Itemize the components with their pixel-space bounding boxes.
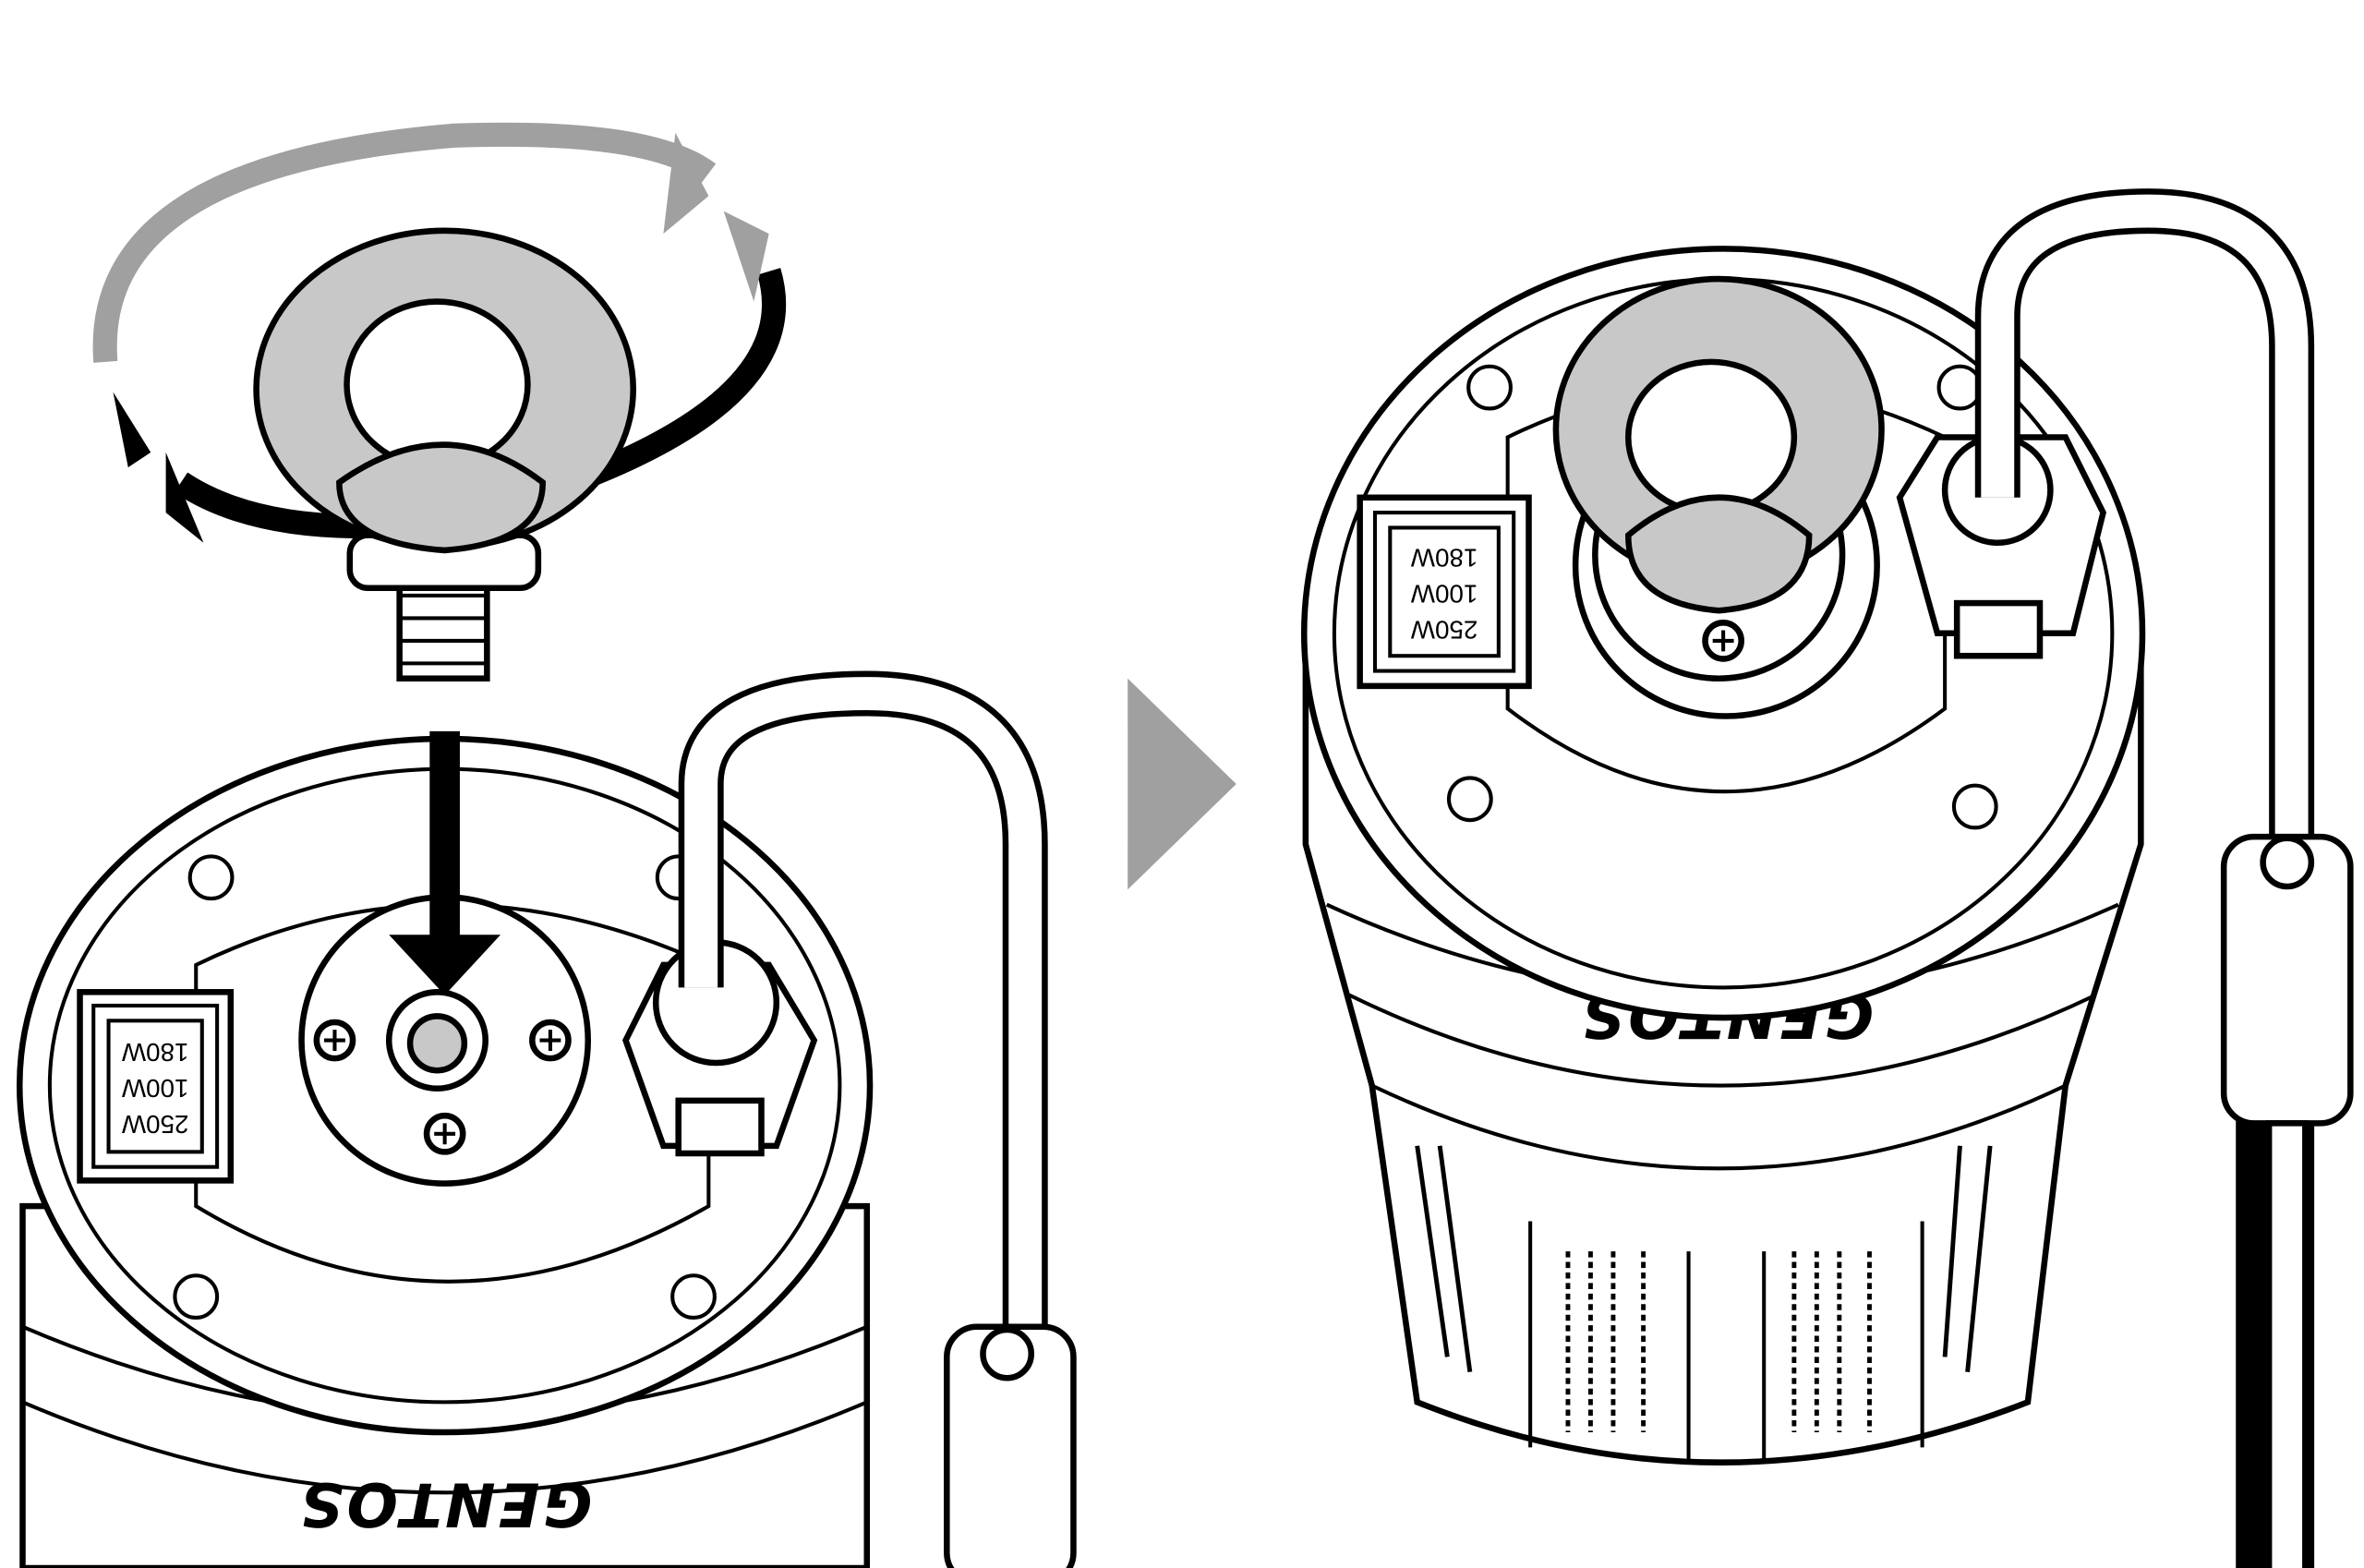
wattage-label: 250W 100W 180W bbox=[1410, 543, 1478, 644]
wattage-label: 250W 100W 180W bbox=[121, 1038, 188, 1139]
eye-bolt bbox=[253, 227, 636, 681]
brand-logo: GENTOS bbox=[297, 1469, 593, 1539]
screw-icon bbox=[313, 1019, 356, 1062]
screw-icon bbox=[529, 1019, 572, 1062]
svg-text:100W: 100W bbox=[1410, 579, 1478, 608]
lamp-before: 250W 100W 180W GENTOS bbox=[16, 670, 1077, 1568]
svg-text:250W: 250W bbox=[121, 1110, 188, 1139]
next-step-arrow-icon bbox=[1128, 678, 1236, 890]
lamp-after: GENTOS 250W 100W 180W bbox=[1300, 188, 2354, 1568]
svg-text:180W: 180W bbox=[1410, 543, 1478, 572]
screw-icon bbox=[1702, 620, 1744, 662]
svg-text:180W: 180W bbox=[121, 1038, 188, 1067]
svg-text:250W: 250W bbox=[1410, 616, 1478, 645]
down-arrow-icon bbox=[389, 730, 501, 995]
eye-bolt-installed bbox=[1552, 275, 1885, 614]
svg-text:100W: 100W bbox=[121, 1074, 188, 1103]
screw-icon bbox=[423, 1112, 466, 1155]
